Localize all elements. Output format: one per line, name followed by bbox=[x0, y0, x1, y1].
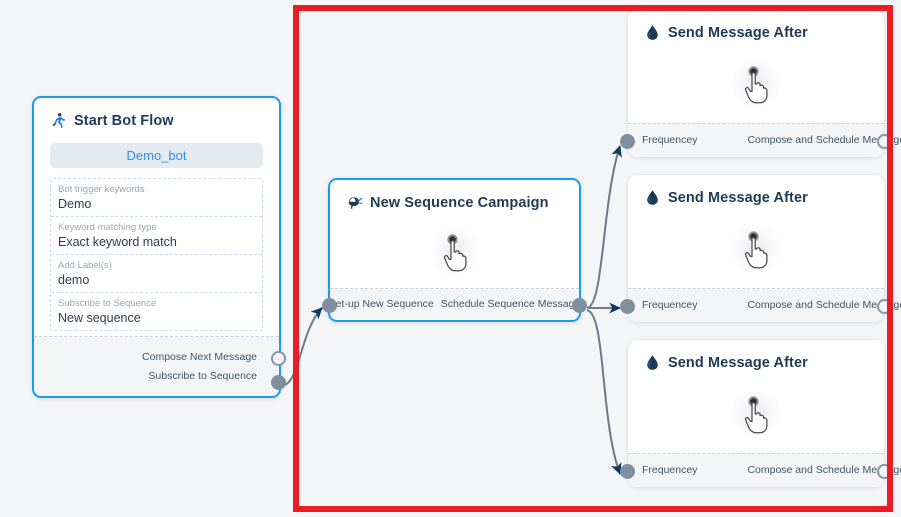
pointing-hand-cursor-icon bbox=[733, 227, 779, 273]
water-drop-icon bbox=[647, 355, 658, 370]
node-send-message-after-3[interactable]: Send Message After Frequencey Compose an… bbox=[620, 340, 901, 487]
port-label-compose-and-schedule-message: Compose and Schedule Message bbox=[747, 134, 901, 147]
node-body[interactable] bbox=[628, 377, 884, 453]
node-body[interactable] bbox=[628, 47, 884, 123]
node-title: Send Message After bbox=[668, 354, 808, 371]
port-label-subscribe-to-sequence: Subscribe to Sequence bbox=[148, 370, 257, 382]
node-send-message-after-2[interactable]: Send Message After Frequencey Compose an… bbox=[620, 175, 901, 322]
port-label-setup-new-sequence: Set-up New Sequence bbox=[328, 298, 434, 311]
edge-start-to-campaign bbox=[280, 307, 323, 387]
port-setup-new-sequence[interactable] bbox=[322, 298, 337, 313]
port-frequency[interactable] bbox=[620, 134, 635, 149]
port-compose-and-schedule-message[interactable] bbox=[877, 464, 892, 479]
edge-campaign-to-message-3 bbox=[586, 309, 622, 475]
node-header: Start Bot Flow bbox=[34, 98, 279, 135]
edge-campaign-to-message-1 bbox=[586, 145, 622, 309]
field-value: Exact keyword match bbox=[58, 235, 177, 249]
node-header: Send Message After bbox=[628, 340, 884, 377]
field-row[interactable]: Add Label(s) demo bbox=[51, 255, 262, 293]
node-send-message-after-1[interactable]: Send Message After Frequencey Compose an… bbox=[620, 10, 901, 157]
pointing-hand-cursor-icon bbox=[733, 62, 779, 108]
node-header: Send Message After bbox=[628, 10, 884, 47]
pointing-hand-cursor-icon bbox=[431, 229, 478, 276]
water-drop-icon bbox=[647, 25, 658, 40]
port-frequency[interactable] bbox=[620, 464, 635, 479]
port-frequency[interactable] bbox=[620, 299, 635, 314]
field-label: Bot trigger keywords bbox=[58, 184, 145, 195]
water-drop-icon bbox=[647, 190, 658, 205]
port-subscribe-to-sequence[interactable] bbox=[271, 375, 286, 390]
port-schedule-sequence-message[interactable] bbox=[572, 298, 587, 313]
node-header: New Sequence Campaign bbox=[330, 180, 579, 217]
field-value: demo bbox=[58, 273, 90, 287]
running-person-icon bbox=[52, 113, 65, 128]
node-ports-footer: Frequencey Compose and Schedule Message bbox=[620, 453, 901, 487]
node-ports-footer: Compose Next Message Subscribe to Sequen… bbox=[34, 336, 286, 396]
node-body[interactable] bbox=[628, 212, 884, 288]
node-ports-footer: Set-up New Sequence Schedule Sequence Me… bbox=[322, 288, 587, 320]
node-new-sequence-campaign[interactable]: New Sequence Campaign Set-up New Sequenc… bbox=[322, 178, 587, 322]
port-label-compose-and-schedule-message: Compose and Schedule Message bbox=[747, 464, 901, 477]
port-compose-and-schedule-message[interactable] bbox=[877, 134, 892, 149]
field-row[interactable]: Subscribe to Sequence New sequence bbox=[51, 293, 262, 330]
node-start-bot-flow[interactable]: Start Bot Flow Demo_bot Bot trigger keyw… bbox=[32, 96, 286, 398]
port-label-schedule-sequence-message: Schedule Sequence Message bbox=[440, 298, 581, 311]
field-label: Subscribe to Sequence bbox=[58, 298, 157, 309]
bot-name: Demo_bot bbox=[126, 148, 187, 163]
port-compose-next-message[interactable] bbox=[271, 351, 286, 366]
field-label: Add Label(s) bbox=[58, 260, 112, 271]
field-value: New sequence bbox=[58, 311, 141, 325]
node-header: Send Message After bbox=[628, 175, 884, 212]
port-label-compose-next-message: Compose Next Message bbox=[142, 350, 257, 363]
port-label-frequency: Frequencey bbox=[642, 299, 698, 312]
port-label-frequency: Frequencey bbox=[642, 134, 698, 147]
node-ports-footer: Frequencey Compose and Schedule Message bbox=[620, 288, 901, 322]
field-row[interactable]: Keyword matching type Exact keyword matc… bbox=[51, 217, 262, 255]
port-compose-and-schedule-message[interactable] bbox=[877, 299, 892, 314]
field-value: Demo bbox=[58, 197, 92, 211]
node-title: Send Message After bbox=[668, 189, 808, 206]
field-row[interactable]: Bot trigger keywords Demo bbox=[51, 179, 262, 217]
megaphone-icon bbox=[348, 197, 363, 209]
node-ports-footer: Frequencey Compose and Schedule Message bbox=[620, 123, 901, 157]
bot-selector-pill[interactable]: Demo_bot bbox=[50, 143, 263, 168]
bot-fields-list: Bot trigger keywords Demo Keyword matchi… bbox=[50, 178, 263, 331]
pointing-hand-cursor-icon bbox=[733, 392, 779, 438]
field-label: Keyword matching type bbox=[58, 222, 157, 233]
node-title: Start Bot Flow bbox=[74, 112, 174, 129]
node-body[interactable] bbox=[330, 217, 579, 288]
node-title: New Sequence Campaign bbox=[370, 194, 549, 211]
port-label-frequency: Frequencey bbox=[642, 464, 698, 477]
node-title: Send Message After bbox=[668, 24, 808, 41]
port-label-compose-and-schedule-message: Compose and Schedule Message bbox=[747, 299, 901, 312]
